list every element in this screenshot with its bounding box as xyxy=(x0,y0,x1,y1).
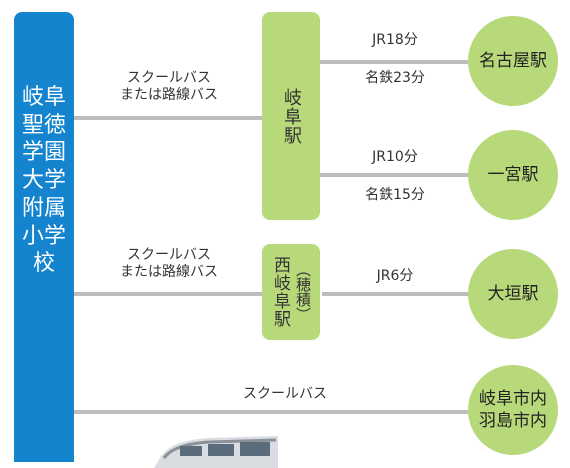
route-label-line: スクールバス xyxy=(127,247,211,263)
station-nishigifu-label: 西岐阜駅 xyxy=(270,256,290,328)
station-gifu: 岐阜駅 xyxy=(262,12,320,220)
route-label-nagoya-meitetsu: 名鉄23分 xyxy=(365,70,425,86)
station-gifu-label: 岐阜駅 xyxy=(281,87,302,145)
route-label-direct: スクールバス xyxy=(243,386,327,402)
destination-ichinomiya-label: 一宮駅 xyxy=(487,165,539,185)
station-nishigifu: 西岐阜駅 （穂積） xyxy=(262,244,320,340)
school-name: 岐阜聖徳学園大学附属小学校 xyxy=(21,85,66,277)
destination-ogaki-label: 大垣駅 xyxy=(487,284,539,304)
connector-gifu-ichinomiya xyxy=(320,173,470,177)
connector-school-city xyxy=(74,410,470,414)
station-nishigifu-sublabel: （穂積） xyxy=(294,262,312,322)
destination-city-line2: 羽島市内 xyxy=(479,411,547,431)
route-label-line: スクールバス xyxy=(127,70,211,86)
route-label-ichinomiya-jr: JR10分 xyxy=(372,149,418,165)
destination-city-line1: 岐阜市内 xyxy=(479,389,547,409)
destination-nagoya-label: 名古屋駅 xyxy=(479,51,547,71)
destination-ogaki: 大垣駅 xyxy=(468,249,558,339)
route-label-nagoya-jr: JR18分 xyxy=(372,32,418,48)
destination-ichinomiya: 一宮駅 xyxy=(468,130,558,220)
connector-nishigifu-ogaki xyxy=(322,292,470,296)
route-label-to-nishigifu: スクールバス または路線バス xyxy=(104,247,234,281)
destination-nagoya: 名古屋駅 xyxy=(468,16,558,106)
route-label-ogaki-jr: JR6分 xyxy=(376,268,414,284)
route-label-line: または路線バス xyxy=(120,87,218,103)
destination-city: 岐阜市内 羽島市内 xyxy=(468,365,558,455)
school-bar: 岐阜聖徳学園大学附属小学校 xyxy=(14,12,74,462)
route-label-ichinomiya-meitetsu: 名鉄15分 xyxy=(365,187,425,203)
route-label-line: または路線バス xyxy=(120,264,218,280)
connector-school-gifu xyxy=(74,116,262,120)
bus-photo xyxy=(154,436,278,468)
route-label-to-gifu: スクールバス または路線バス xyxy=(104,70,234,104)
connector-school-nishigifu xyxy=(74,292,262,296)
connector-gifu-nagoya xyxy=(320,60,470,64)
